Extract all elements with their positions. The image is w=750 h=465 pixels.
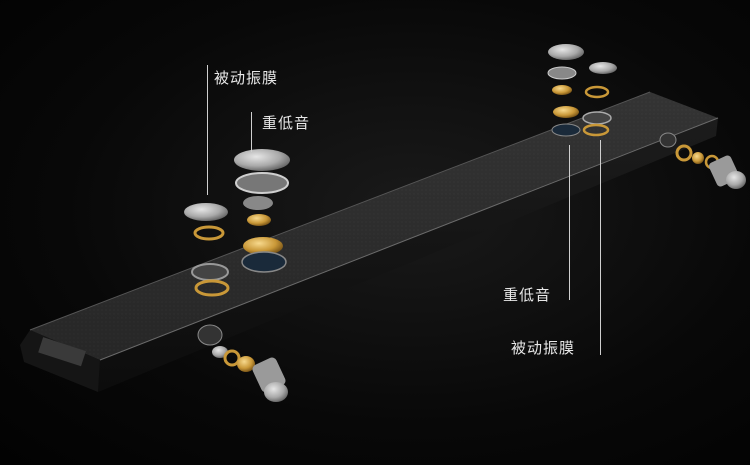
- callout-left-passive-diaphragm: 被动振膜: [214, 69, 279, 87]
- soundbar-body: [20, 91, 719, 392]
- leader-line-left-bass: [251, 112, 252, 152]
- left-port-parts: [197, 324, 288, 402]
- right-port-parts: [659, 132, 746, 189]
- callout-left-subwoofer: 重低音: [262, 114, 311, 132]
- callout-right-passive-diaphragm: 被动振膜: [511, 339, 576, 357]
- leader-line-left-passive: [207, 65, 208, 195]
- right-driver-stack: [547, 44, 617, 137]
- leader-line-right-bass: [569, 145, 570, 300]
- leader-line-right-passive: [600, 140, 601, 355]
- left-driver-stack: [184, 149, 290, 297]
- callout-right-subwoofer: 重低音: [503, 286, 552, 304]
